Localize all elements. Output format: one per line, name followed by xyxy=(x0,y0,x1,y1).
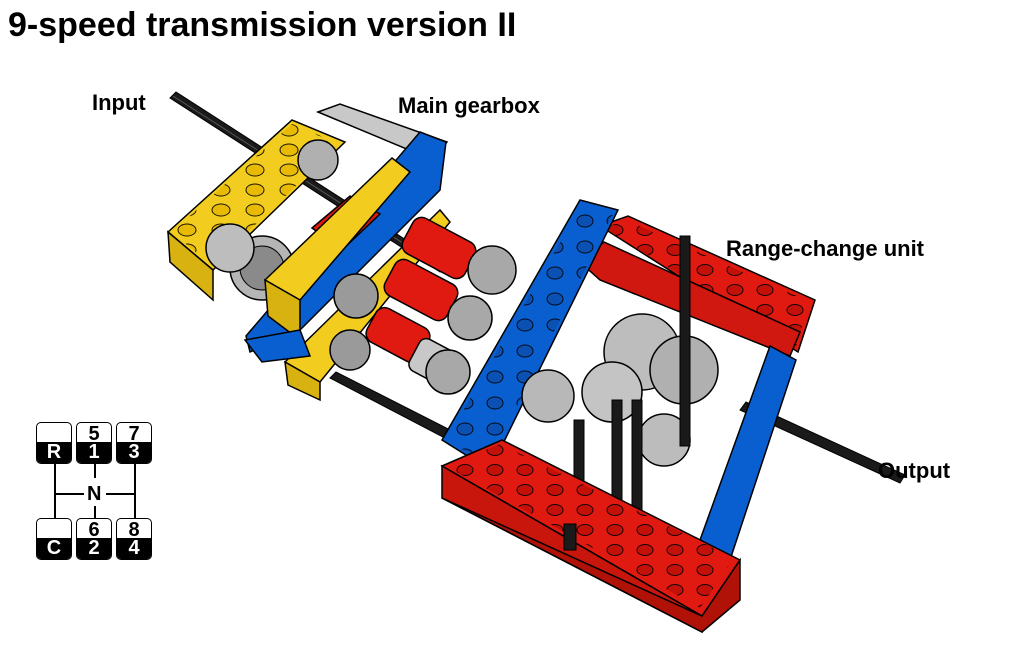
gear-slot-upper: 5 xyxy=(88,423,100,445)
gear-slot-3-7: 7 3 xyxy=(116,422,152,464)
gear-slot-reverse: R xyxy=(36,422,72,464)
main-gearbox-label: Main gearbox xyxy=(398,93,540,118)
gear-slot-lower: 2 xyxy=(77,538,111,559)
gear-slot-lower: 3 xyxy=(117,442,151,463)
gear-slot-lower: 1 xyxy=(77,442,111,463)
gear-slot-4-8: 8 4 xyxy=(116,518,152,560)
shift-pattern-diagram: R 5 1 7 3 N C 6 2 8 4 xyxy=(30,420,160,570)
input-label: Input xyxy=(92,90,146,115)
gear-slot-lower: R xyxy=(37,442,71,463)
gate-line xyxy=(94,462,96,478)
output-label: Output xyxy=(878,458,951,483)
gate-line xyxy=(54,493,84,495)
gear-slot-lower: 4 xyxy=(117,538,151,559)
gate-line xyxy=(94,506,96,520)
gate-line xyxy=(134,494,136,520)
neutral-label: N xyxy=(87,483,102,505)
gate-line xyxy=(54,462,56,494)
gear-slot-upper: 8 xyxy=(128,519,140,541)
range-change-unit xyxy=(440,199,906,634)
gate-line xyxy=(106,493,136,495)
gear-slot-1-5: 5 1 xyxy=(76,422,112,464)
gate-line xyxy=(54,494,56,520)
gear-slot-lower: C xyxy=(37,538,71,559)
gate-line xyxy=(134,462,136,494)
shift-clutches xyxy=(329,216,517,395)
gear-slot-crawler: C xyxy=(36,518,72,560)
gear-slot-2-6: 6 2 xyxy=(76,518,112,560)
range-change-unit-label: Range-change unit xyxy=(726,236,925,261)
page-title: 9-speed transmission version II xyxy=(8,6,517,44)
gear-slot-upper: 7 xyxy=(128,423,140,445)
gear-slot-upper: 6 xyxy=(88,519,100,541)
